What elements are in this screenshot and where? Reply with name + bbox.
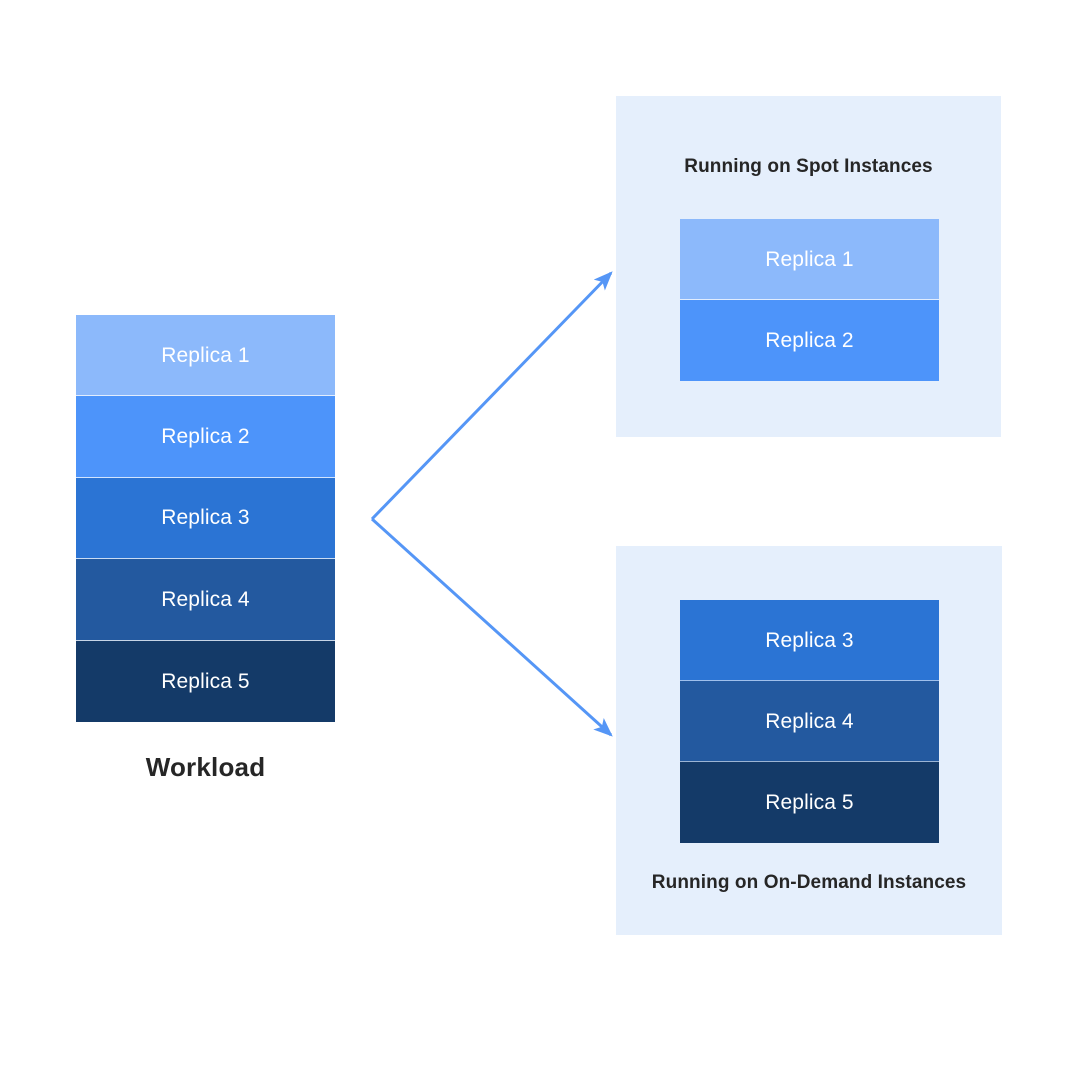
- ondemand-replica-4[interactable]: Replica 4: [680, 681, 939, 762]
- workload-replica-4[interactable]: Replica 4: [76, 559, 335, 641]
- spot-replica-2[interactable]: Replica 2: [680, 300, 939, 381]
- ondemand-replica-stack: Replica 3 Replica 4 Replica 5: [680, 600, 939, 843]
- workload-replica-1[interactable]: Replica 1: [76, 315, 335, 397]
- arrow-to-spot-panel: [370, 271, 613, 521]
- replica-label: Replica 4: [161, 587, 250, 611]
- workload-replica-2[interactable]: Replica 2: [76, 396, 335, 478]
- workload-replica-5[interactable]: Replica 5: [76, 640, 335, 722]
- ondemand-replica-3[interactable]: Replica 3: [680, 600, 939, 681]
- arrow-to-ondemand-panel: [370, 517, 613, 737]
- ondemand-instances-panel: Replica 3 Replica 4 Replica 5 Running on…: [616, 546, 1002, 935]
- replica-label: Replica 1: [765, 247, 854, 271]
- replica-label: Replica 2: [161, 425, 250, 449]
- spot-replica-stack: Replica 1 Replica 2: [680, 219, 939, 381]
- workload-caption: Workload: [145, 752, 266, 782]
- ondemand-replica-5[interactable]: Replica 5: [680, 762, 939, 843]
- replica-label: Replica 3: [765, 628, 854, 652]
- ondemand-panel-title: Running on On-Demand Instances: [651, 872, 967, 893]
- replica-label: Replica 2: [765, 329, 854, 352]
- spot-instances-panel: Running on Spot Instances Replica 1 Repl…: [616, 96, 1001, 437]
- workload-replica-3[interactable]: Replica 3: [76, 477, 335, 560]
- replica-label: Replica 3: [161, 506, 250, 530]
- spot-panel-title: Running on Spot Instances: [684, 156, 933, 177]
- replica-label: Replica 5: [161, 669, 250, 693]
- workload-replica-stack: Replica 1 Replica 2 Replica 3 Replica 4 …: [76, 315, 335, 722]
- replica-label: Replica 4: [765, 709, 854, 733]
- replica-label: Replica 5: [765, 791, 854, 814]
- spot-replica-1[interactable]: Replica 1: [680, 219, 939, 300]
- replica-label: Replica 1: [161, 343, 250, 367]
